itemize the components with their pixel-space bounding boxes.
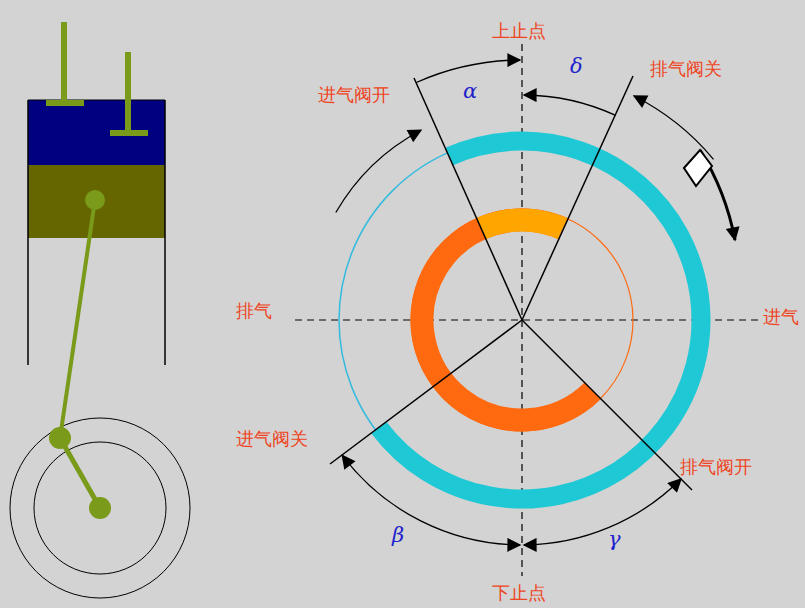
valve-event-label: 进气阀开 [318, 84, 390, 106]
axis-lines [295, 44, 758, 576]
valve-event-label: 排气阀关 [650, 58, 722, 80]
bdc-label: 下止点 [492, 582, 546, 604]
valve-event-lines [330, 76, 692, 490]
valve-event-label: 进气阀关 [236, 428, 308, 450]
rotation-arrow [684, 150, 735, 240]
angle-symbol: δ [570, 55, 583, 77]
tdc-label: 上止点 [492, 20, 546, 42]
angle-symbol: α [463, 80, 477, 102]
engine-cylinder [10, 22, 190, 598]
stroke-label: 排气 [236, 300, 272, 322]
valve-event-label: 排气阀开 [680, 456, 752, 478]
timing-rings [339, 137, 705, 503]
stroke-label: 进气 [763, 306, 799, 328]
angle-symbol: γ [608, 528, 621, 550]
angle-symbol: β [392, 524, 404, 546]
angle-arcs [336, 60, 714, 545]
